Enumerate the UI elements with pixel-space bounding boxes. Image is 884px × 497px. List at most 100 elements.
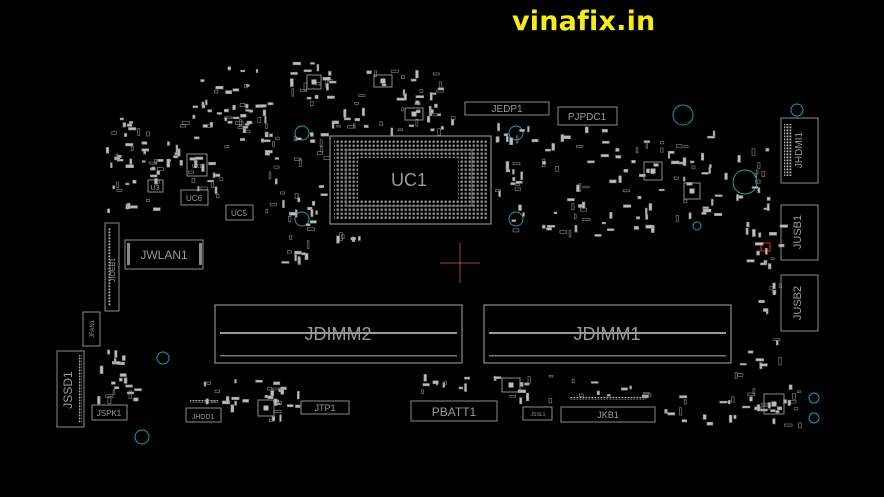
smd-part [294,250,302,255]
jdimm1-slot[interactable]: JDIMM1 [483,304,732,364]
smd-part [125,204,129,210]
smd-part [148,161,158,165]
smd-part [151,166,156,171]
jdimm2-slot[interactable]: JDIMM2 [214,304,463,364]
pjpdc1-connector[interactable]: PJPDC1 [557,106,618,126]
smd-part [343,109,347,118]
smd-part [242,125,249,129]
smd-part [374,70,377,78]
smd-part [594,234,602,237]
smd-part [788,384,793,390]
smd-part [714,194,723,197]
pbatt1-connector[interactable]: PBATT1 [410,400,498,422]
small-ic [501,377,521,393]
pbatt1-label: PBATT1 [432,405,477,419]
smd-part [511,219,516,222]
jedp1-connector[interactable]: JEDP1 [464,101,550,116]
smd-part [303,69,312,73]
jwlan1-connector[interactable]: JWLAN1 [124,239,204,270]
smd-part [658,188,665,192]
smd-part [458,386,464,390]
smd-part [415,118,419,127]
smd-part [576,145,584,148]
smd-part [331,121,335,129]
smd-part [272,141,275,147]
smd-part [177,148,181,157]
jtp1-connector[interactable]: JTP1 [300,400,350,415]
smd-part [167,141,170,146]
smd-part [125,143,134,147]
smd-part [620,387,628,391]
smd-part [113,358,117,365]
smd-part [329,80,337,84]
smd-part [353,123,356,129]
smd-part [636,216,641,220]
smd-part [290,72,298,75]
cpu-uc1[interactable]: UC1 [329,135,492,225]
smd-part [363,124,369,128]
smd-part [700,152,705,161]
smd-part [119,377,123,382]
jkb1-label: JKB1 [597,410,619,420]
smd-part [784,423,793,427]
jfan1-connector[interactable]: JFAN1 [82,311,101,347]
smd-part [760,262,767,266]
smd-part [245,109,252,112]
jusb2-connector[interactable]: JUSB2 [780,274,819,332]
jedp1-label: JEDP1 [491,104,523,115]
smd-part [531,139,539,143]
jssl1-connector[interactable]: JSSL1 [522,406,553,421]
smd-part [562,135,571,140]
smd-part [410,78,417,82]
smd-part [320,133,329,137]
uc5-chip[interactable]: UC5 [225,204,254,221]
smd-part [436,89,444,93]
smd-part [601,129,608,133]
smd-part [429,92,433,101]
smd-part [757,162,761,169]
smd-part [357,236,361,241]
smd-part [706,421,714,426]
smd-part [419,89,424,93]
jusb1-connector[interactable]: JUSB1 [780,204,819,261]
smd-part [287,216,292,223]
jkb1-connector[interactable]: JKB1 [560,397,656,423]
smd-part [527,376,531,384]
jioeb1-connector[interactable]: JIOEB1 [104,222,120,312]
smd-part [667,153,671,159]
smd-part [401,107,404,112]
smd-part [307,206,313,211]
smd-part [568,230,572,238]
smd-part [702,414,707,420]
smd-part [267,395,274,399]
smd-part [201,163,205,172]
smd-part [681,419,687,423]
watermark-text: vinafix.in [512,6,656,37]
smd-part [635,147,639,154]
smd-part [675,215,679,222]
smd-part [263,139,271,143]
smd-part [354,118,360,122]
jspk1-connector[interactable]: JSPK1 [91,404,128,421]
smd-part [310,101,314,106]
smd-part [505,169,511,173]
smd-part [214,389,220,393]
smd-part [207,109,212,113]
uc6-chip[interactable]: UC6 [180,189,209,206]
smd-part [408,124,415,127]
smd-part [293,136,297,142]
jspk1-label: JSPK1 [97,409,122,418]
jhdmi1-connector[interactable]: JHDMI1 [780,117,819,184]
smd-part [124,133,128,137]
jhdd1-connector[interactable]: JHDD1 [185,400,222,423]
smd-part [126,123,133,127]
smd-part [224,145,230,148]
smd-part [493,376,502,379]
smd-part [240,114,247,118]
smd-part [295,137,302,141]
smd-part [275,136,280,141]
smd-part [276,401,282,405]
jssd1-connector[interactable]: JSSD1 [56,350,85,428]
smd-part [615,148,620,152]
smd-part [553,211,558,215]
